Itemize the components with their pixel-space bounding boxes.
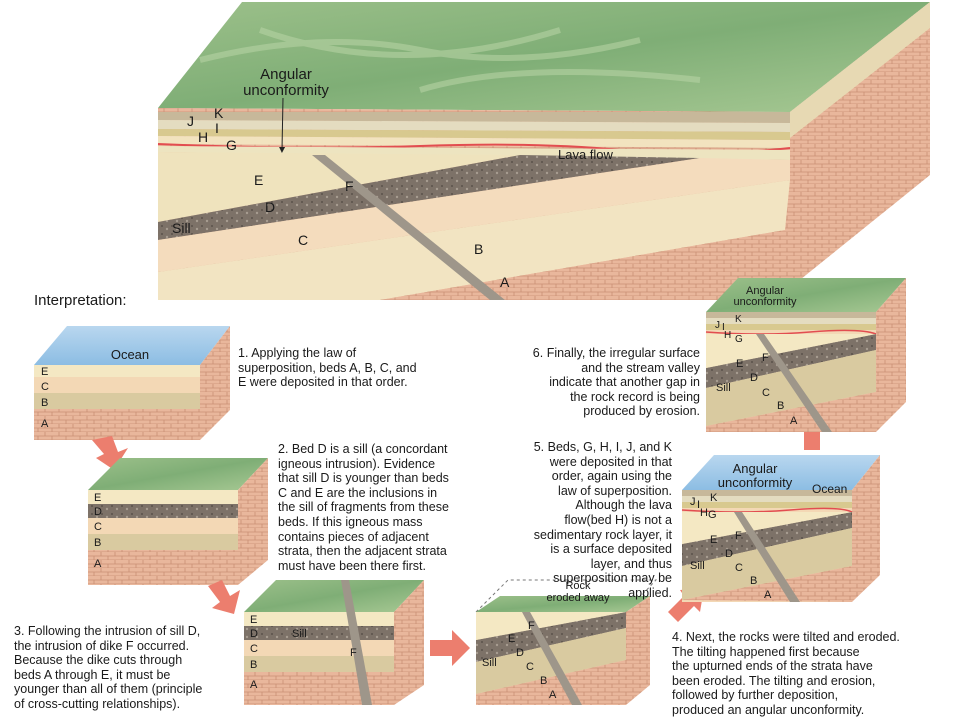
step-6-text: 6. Finally, the irregular surface and th…	[532, 346, 700, 419]
block5-bed-E: E	[710, 534, 717, 546]
main-bed-H: H	[198, 129, 208, 145]
main-bed-G: G	[226, 137, 237, 153]
block5-bed-A: A	[764, 589, 772, 601]
main-bed-J: J	[187, 113, 194, 129]
block1-bed-B: B	[41, 397, 48, 409]
block1-bed-A: A	[41, 418, 49, 430]
block4-bed-B: B	[540, 675, 547, 687]
block4-bed-A: A	[549, 689, 557, 701]
block-3: E D Sill C B F A	[244, 580, 424, 705]
block4-bed-E: E	[508, 633, 515, 645]
block2-bed-B: B	[94, 537, 101, 549]
block3-bed-E: E	[250, 614, 257, 626]
block3-dike-F: F	[350, 647, 357, 659]
main-bed-E: E	[254, 172, 263, 188]
main-bed-C: C	[298, 232, 308, 248]
block5-angular-label-2: unconformity	[718, 475, 793, 490]
step-1-text: 1. Applying the law of superposition, be…	[238, 346, 417, 390]
block5-dike-F: F	[735, 530, 742, 542]
interpretation-heading: Interpretation:	[34, 292, 127, 309]
arrow-2-3	[208, 580, 240, 614]
block4-dike-F: F	[528, 620, 535, 632]
step-3-text: 3. Following the intrusion of sill D, th…	[14, 624, 203, 711]
block4-bed-C: C	[526, 661, 534, 673]
step-5-text: 5. Beds, G, H, I, J, and K were deposite…	[533, 440, 672, 600]
main-bed-A: A	[500, 274, 510, 290]
main-angular-label-2: unconformity	[243, 82, 329, 99]
main-bed-B: B	[474, 241, 483, 257]
block5-bed-H: H	[700, 507, 708, 519]
block-4: Rock eroded away E F D Sill C B A	[474, 579, 658, 705]
main-bed-I: I	[215, 120, 219, 136]
block6-dike-F: F	[762, 352, 769, 364]
block6-bed-K: K	[735, 314, 742, 325]
block5-bed-G: G	[708, 509, 717, 521]
block6-bed-D: D	[750, 372, 758, 384]
block1-bed-C: C	[41, 381, 49, 393]
block3-bed-C: C	[250, 643, 258, 655]
block5-sill: Sill	[690, 560, 705, 572]
block-6: Angular unconformity K J I H G E F D Sil…	[705, 278, 906, 432]
block3-sill: Sill	[292, 628, 307, 640]
main-bed-K: K	[214, 105, 224, 121]
step-2-text: 2. Bed D is a sill (a concordant igneous…	[278, 442, 449, 573]
block6-bed-J: J	[715, 320, 720, 331]
main-right-face	[775, 2, 930, 300]
block-2: E D C B A	[88, 458, 268, 585]
block4-rock-label-1: Rock	[565, 580, 591, 592]
block6-angular-label-2: unconformity	[734, 296, 797, 308]
block3-bed-B: B	[250, 659, 257, 671]
block5-bed-C: C	[735, 562, 743, 574]
block4-rock-label-2: eroded away	[547, 592, 610, 604]
step-4-text: 4. Next, the rocks were tilted and erode…	[672, 630, 900, 717]
block5-bed-J: J	[690, 496, 696, 508]
block2-bed-E: E	[94, 492, 101, 504]
block5-angular-label-1: Angular	[733, 461, 778, 476]
block6-bed-B: B	[777, 400, 784, 412]
main-dike	[312, 155, 505, 300]
block6-bed-I: I	[722, 322, 725, 333]
block5-bed-B: B	[750, 575, 757, 587]
block-5: Angular unconformity Ocean K J I H G E F…	[681, 455, 880, 602]
main-lava-flow-label: Lava flow	[558, 147, 614, 162]
block-1: Ocean E C B A	[34, 326, 230, 440]
block6-bed-E: E	[736, 358, 743, 370]
block1-ocean: Ocean	[111, 347, 149, 362]
block3-bed-A: A	[250, 679, 258, 691]
main-angular-label-1: Angular	[260, 66, 312, 83]
block5-ocean: Ocean	[812, 482, 847, 496]
block6-sill: Sill	[716, 382, 731, 394]
block3-bed-D: D	[250, 628, 258, 640]
main-sill-label: Sill	[172, 220, 191, 236]
arrow-3-4	[430, 630, 470, 666]
block2-bed-D: D	[94, 506, 102, 518]
block6-angular-label-1: Angular	[746, 285, 784, 297]
block2-bed-C: C	[94, 521, 102, 533]
block5-bed-K: K	[710, 492, 718, 504]
block4-sill: Sill	[482, 657, 497, 669]
block2-bed-A: A	[94, 558, 102, 570]
block6-bed-C: C	[762, 387, 770, 399]
main-dike-F: F	[345, 178, 354, 194]
block6-bed-A: A	[790, 415, 798, 427]
block1-bed-E: E	[41, 366, 48, 378]
main-block: Angular unconformity K J I H G Lava flow…	[157, 2, 930, 300]
block5-bed-I: I	[697, 499, 700, 511]
block5-bed-D: D	[725, 548, 733, 560]
main-bed-D: D	[265, 199, 275, 215]
block6-bed-H: H	[724, 330, 731, 341]
block4-bed-D: D	[516, 647, 524, 659]
block6-bed-G: G	[735, 334, 743, 345]
